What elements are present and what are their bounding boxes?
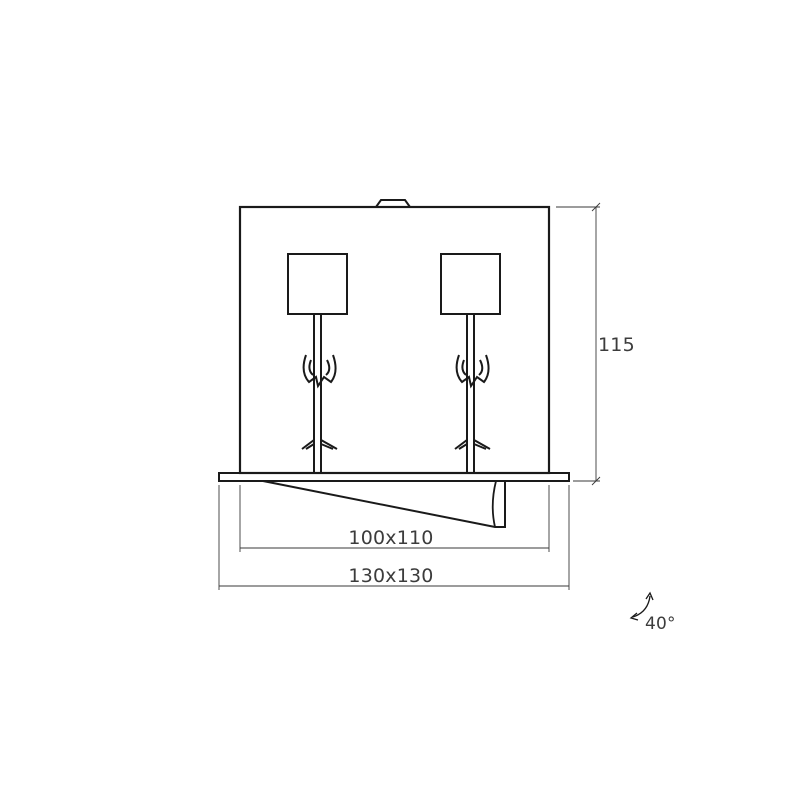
housing-box: [238, 205, 551, 475]
right-clip-barb: [454, 438, 491, 450]
left-spring-clip: [287, 253, 348, 473]
left-clip-barb: [301, 438, 338, 450]
right-spring-clip: [440, 253, 501, 473]
inner-width-dimension: [239, 485, 550, 552]
inner-size-label: 100x110: [348, 527, 434, 549]
right-clip-plate: [440, 253, 501, 315]
outer-width-dimension: [218, 485, 570, 590]
tilted-lamp-lens: [491, 480, 497, 528]
tilt-angle-icon: [629, 591, 654, 621]
height-label: 115: [598, 334, 635, 356]
left-clip-plate: [287, 253, 348, 315]
tilted-lamp-body: [262, 480, 506, 528]
housing-top-clip: [375, 199, 411, 208]
outer-size-label: 130x130: [348, 565, 434, 587]
right-spring-coil: [455, 354, 490, 389]
height-dimension: [556, 202, 601, 486]
left-spring-coil: [302, 354, 337, 389]
trim-flange: [218, 472, 570, 482]
tilt-angle-label: 40°: [645, 614, 676, 634]
